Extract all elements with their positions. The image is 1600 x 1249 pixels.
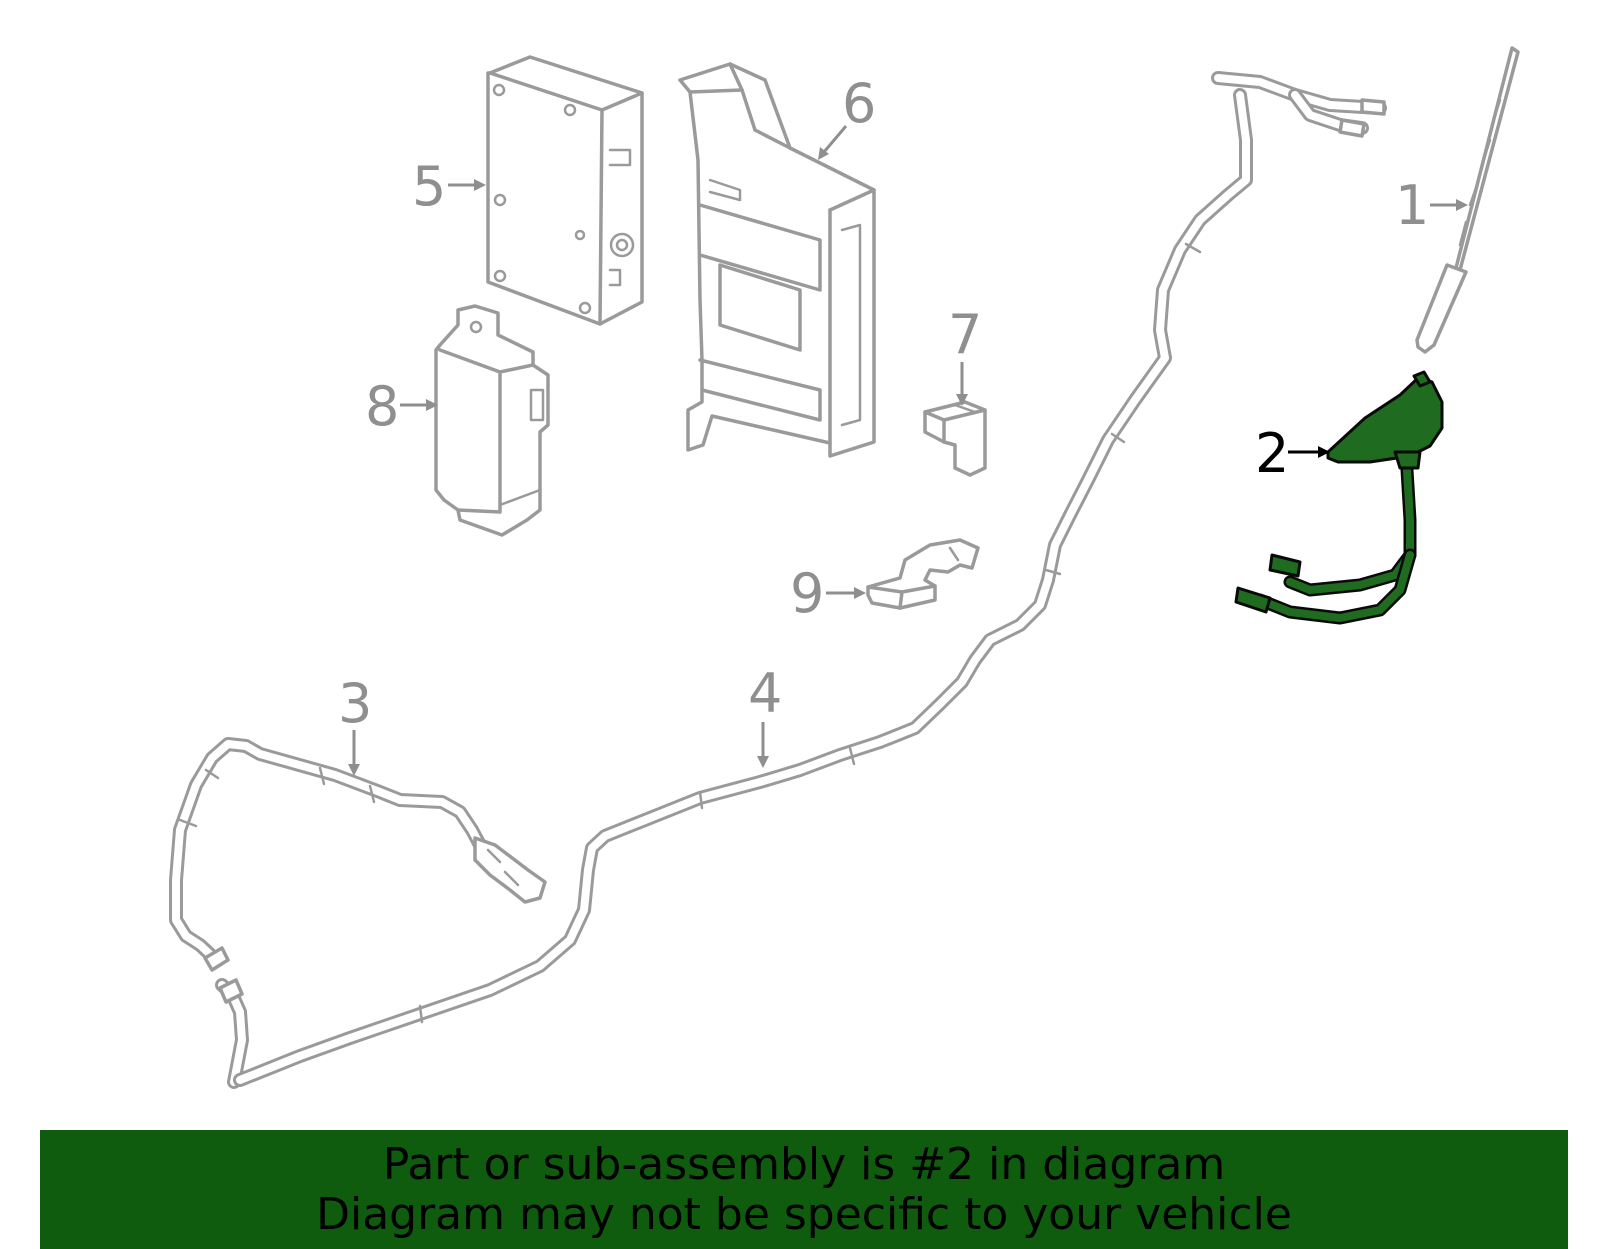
svg-text:5: 5 xyxy=(412,155,446,218)
callout-9: 9 xyxy=(790,562,866,625)
svg-text:9: 9 xyxy=(790,562,824,625)
svg-text:4: 4 xyxy=(748,662,782,725)
part-6-bracket[interactable] xyxy=(678,62,876,458)
part-4-cable[interactable] xyxy=(233,71,1387,1087)
part-1-antenna-mast[interactable] xyxy=(1415,46,1520,354)
callout-4: 4 xyxy=(748,662,782,768)
svg-text:2: 2 xyxy=(1255,422,1289,485)
callout-6: 6 xyxy=(818,72,876,160)
svg-text:3: 3 xyxy=(338,672,372,735)
callout-3: 3 xyxy=(338,672,372,776)
svg-text:7: 7 xyxy=(948,303,982,366)
callout-8: 8 xyxy=(365,375,438,438)
info-banner: Part or sub-assembly is #2 in diagram Di… xyxy=(40,1130,1568,1249)
svg-text:8: 8 xyxy=(365,375,399,438)
callout-1: 1 xyxy=(1395,174,1468,237)
part-5-control-module[interactable] xyxy=(486,55,644,326)
part-9-connector[interactable] xyxy=(866,538,980,610)
banner-line-2: Diagram may not be specific to your vehi… xyxy=(316,1189,1292,1240)
svg-text:1: 1 xyxy=(1395,174,1429,237)
svg-text:6: 6 xyxy=(842,72,876,135)
part-3-cable[interactable] xyxy=(169,737,547,1089)
callout-5: 5 xyxy=(412,155,486,218)
part-8-module[interactable] xyxy=(434,304,550,537)
callout-7: 7 xyxy=(948,303,982,406)
part-2-antenna-base-highlighted[interactable] xyxy=(1234,370,1444,625)
banner-line-1: Part or sub-assembly is #2 in diagram xyxy=(382,1139,1226,1190)
part-7-clip[interactable] xyxy=(923,400,987,477)
callout-2-active: 2 xyxy=(1255,422,1330,485)
